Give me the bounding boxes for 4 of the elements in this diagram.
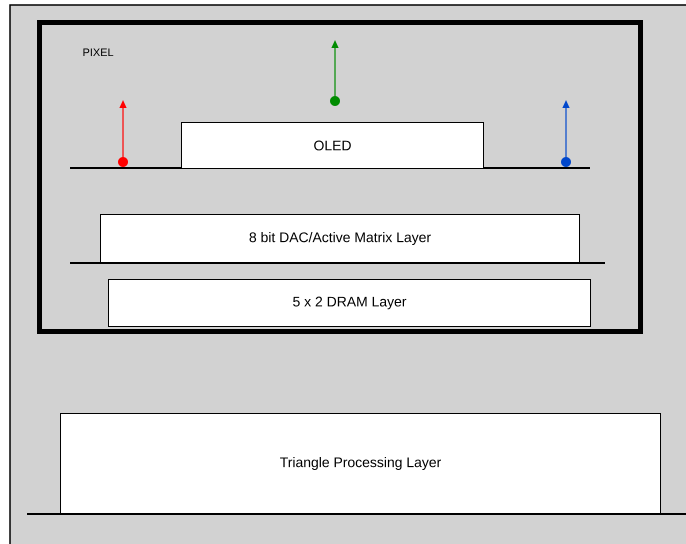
layer-box: Triangle Processing Layer: [60, 412, 661, 514]
layer-box: 5 x 2 DRAM Layer: [108, 278, 591, 327]
layer-box: 8 bit DAC/Active Matrix Layer: [100, 214, 580, 263]
oled-layer-box: OLED: [181, 122, 484, 169]
